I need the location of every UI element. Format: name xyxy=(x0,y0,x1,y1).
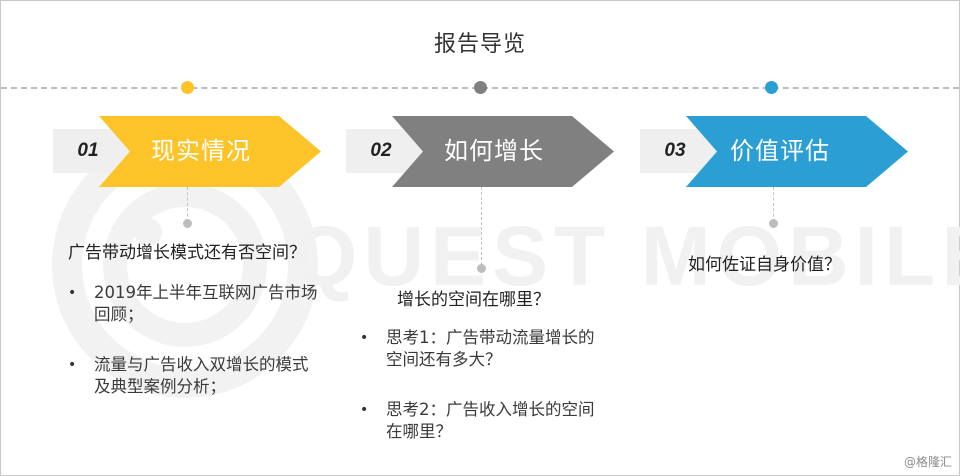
step-number: 01 xyxy=(77,140,99,161)
connector-line-3 xyxy=(773,187,774,222)
chevron-arrow-icon xyxy=(686,116,908,187)
source-credit: @格隆汇 xyxy=(903,455,952,469)
connector-line-2 xyxy=(481,187,482,265)
timeline-node-1 xyxy=(181,81,194,94)
connector-line-1 xyxy=(187,187,188,222)
step-1-header: 01 现实情况 xyxy=(53,116,323,187)
bullet-item: •思考2：广告收入增长的空间在哪里？ xyxy=(360,400,595,441)
step-number: 02 xyxy=(370,140,392,161)
chevron-arrow-icon xyxy=(392,116,614,187)
timeline-node-2 xyxy=(474,81,487,94)
timeline-node-3 xyxy=(765,81,778,94)
connector-dot-2 xyxy=(477,264,486,273)
connector-dot-3 xyxy=(769,219,778,228)
chevron-arrow-icon xyxy=(99,116,321,187)
step-label: 价值评估 xyxy=(730,137,830,165)
connector-dot-1 xyxy=(183,219,192,228)
page-title: 报告导览 xyxy=(433,32,526,57)
bullet-item: •2019年上半年互联网广告市场回顾； xyxy=(68,283,318,324)
bullet-item: •流量与广告收入双增长的模式及典型案例分析； xyxy=(68,355,309,396)
step-1-bullets: •2019年上半年互联网广告市场回顾； •流量与广告收入双增长的模式及典型案例分… xyxy=(68,282,318,426)
step-1-question: 广告带动增长模式还有否空间？ xyxy=(68,243,306,263)
step-label: 现实情况 xyxy=(151,137,251,165)
bullet-item: •思考1：广告带动流量增长的空间还有多大？ xyxy=(360,328,595,369)
step-number: 03 xyxy=(664,140,686,161)
step-2-question: 增长的空间在哪里？ xyxy=(397,290,550,310)
step-2-bullets: •思考1：广告带动流量增长的空间还有多大？ •思考2：广告收入增长的空间在哪里？ xyxy=(360,327,610,471)
step-2-header: 02 如何增长 xyxy=(346,116,616,187)
step-3-question: 如何佐证自身价值？ xyxy=(688,255,841,275)
step-3-header: 03 价值评估 xyxy=(640,116,910,187)
step-label: 如何增长 xyxy=(444,137,544,165)
